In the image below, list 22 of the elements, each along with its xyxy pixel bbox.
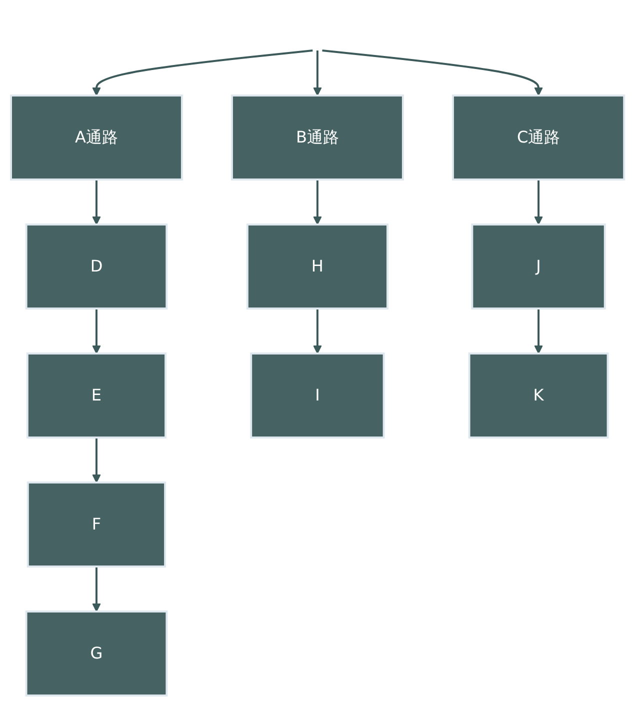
arrow xyxy=(92,180,102,225)
node-box: K xyxy=(468,352,610,438)
node-box: B通路 xyxy=(231,94,404,180)
arrow xyxy=(92,308,102,354)
node-box: A通路 xyxy=(10,94,184,180)
arrow xyxy=(534,308,544,354)
node-box: E xyxy=(26,352,167,438)
arrow xyxy=(92,438,102,483)
node-box: C通路 xyxy=(452,94,626,180)
node-box: G xyxy=(26,610,168,696)
node-box: I xyxy=(250,352,386,438)
arrow xyxy=(313,180,322,225)
node-box: H xyxy=(246,224,389,310)
arrow xyxy=(92,50,314,96)
arrow xyxy=(313,308,322,354)
arrow xyxy=(322,50,544,96)
node-box: D xyxy=(26,224,168,310)
arrow xyxy=(534,180,544,225)
node-box: F xyxy=(27,482,167,568)
arrow xyxy=(92,566,102,612)
arrow xyxy=(313,50,322,96)
node-box: J xyxy=(472,224,606,310)
